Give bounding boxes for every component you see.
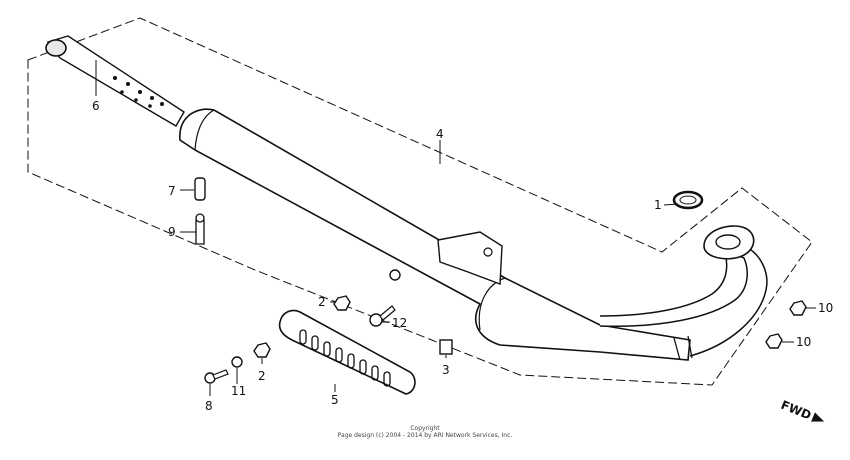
muffler-bracket xyxy=(437,231,503,285)
callout-4: 4 xyxy=(436,127,444,141)
callout-9: 9 xyxy=(168,225,176,239)
muffler-seam xyxy=(194,109,215,151)
callout-10-lower: 10 xyxy=(796,335,811,349)
bolt-part-12-head xyxy=(369,313,383,327)
washer-part-11 xyxy=(231,356,243,368)
pipe-collar xyxy=(673,335,693,361)
nut-part-2-upper xyxy=(333,295,351,311)
nut-part-2-lower xyxy=(253,342,271,358)
assembly-boundary xyxy=(27,17,813,386)
muffler-nut xyxy=(389,269,401,281)
heat-shield-part-5 xyxy=(278,309,416,395)
leader-lines xyxy=(95,60,816,396)
exhaust-pipe xyxy=(599,248,748,328)
callout-11: 11 xyxy=(231,384,246,398)
fwd-arrow-icon xyxy=(811,412,825,422)
flange-port xyxy=(715,234,741,250)
pipe-outer xyxy=(689,247,768,357)
arrester-end xyxy=(45,39,67,57)
copyright-line-1: Copyright xyxy=(410,425,440,432)
clip-part-3 xyxy=(439,339,453,355)
bolt-part-8-shank xyxy=(212,369,229,380)
callout-1: 1 xyxy=(654,198,662,212)
callout-7: 7 xyxy=(168,184,176,198)
muffler-body xyxy=(179,108,691,361)
spark-arrester-part-6 xyxy=(46,35,185,127)
bolt-part-9 xyxy=(195,219,205,245)
gasket-part-1 xyxy=(672,190,704,210)
copyright-line-2: Page design (c) 2004 - 2014 by ARI Netwo… xyxy=(337,432,513,439)
nut-part-10-upper xyxy=(789,300,807,316)
collar-part-7 xyxy=(194,177,206,201)
forward-direction-indicator: FWD xyxy=(779,398,825,423)
callout-2-lower: 2 xyxy=(258,369,266,383)
callout-2-upper: 2 xyxy=(318,295,326,309)
bracket-hole xyxy=(483,247,493,257)
callout-12: 12 xyxy=(392,316,407,330)
nut-part-10-lower xyxy=(765,333,783,349)
fwd-label: FWD xyxy=(779,398,813,423)
heat-shield-slots xyxy=(299,329,391,387)
bolt-9-head xyxy=(195,213,205,223)
callout-8: 8 xyxy=(205,399,213,413)
callout-6: 6 xyxy=(92,99,100,113)
callout-10-upper: 10 xyxy=(818,301,833,315)
exhaust-flange xyxy=(703,225,755,260)
callout-5: 5 xyxy=(331,393,339,407)
callout-3: 3 xyxy=(442,363,450,377)
bolt-part-12-shank xyxy=(379,305,396,321)
gasket-inner xyxy=(679,195,697,205)
arrester-holes xyxy=(113,76,164,108)
